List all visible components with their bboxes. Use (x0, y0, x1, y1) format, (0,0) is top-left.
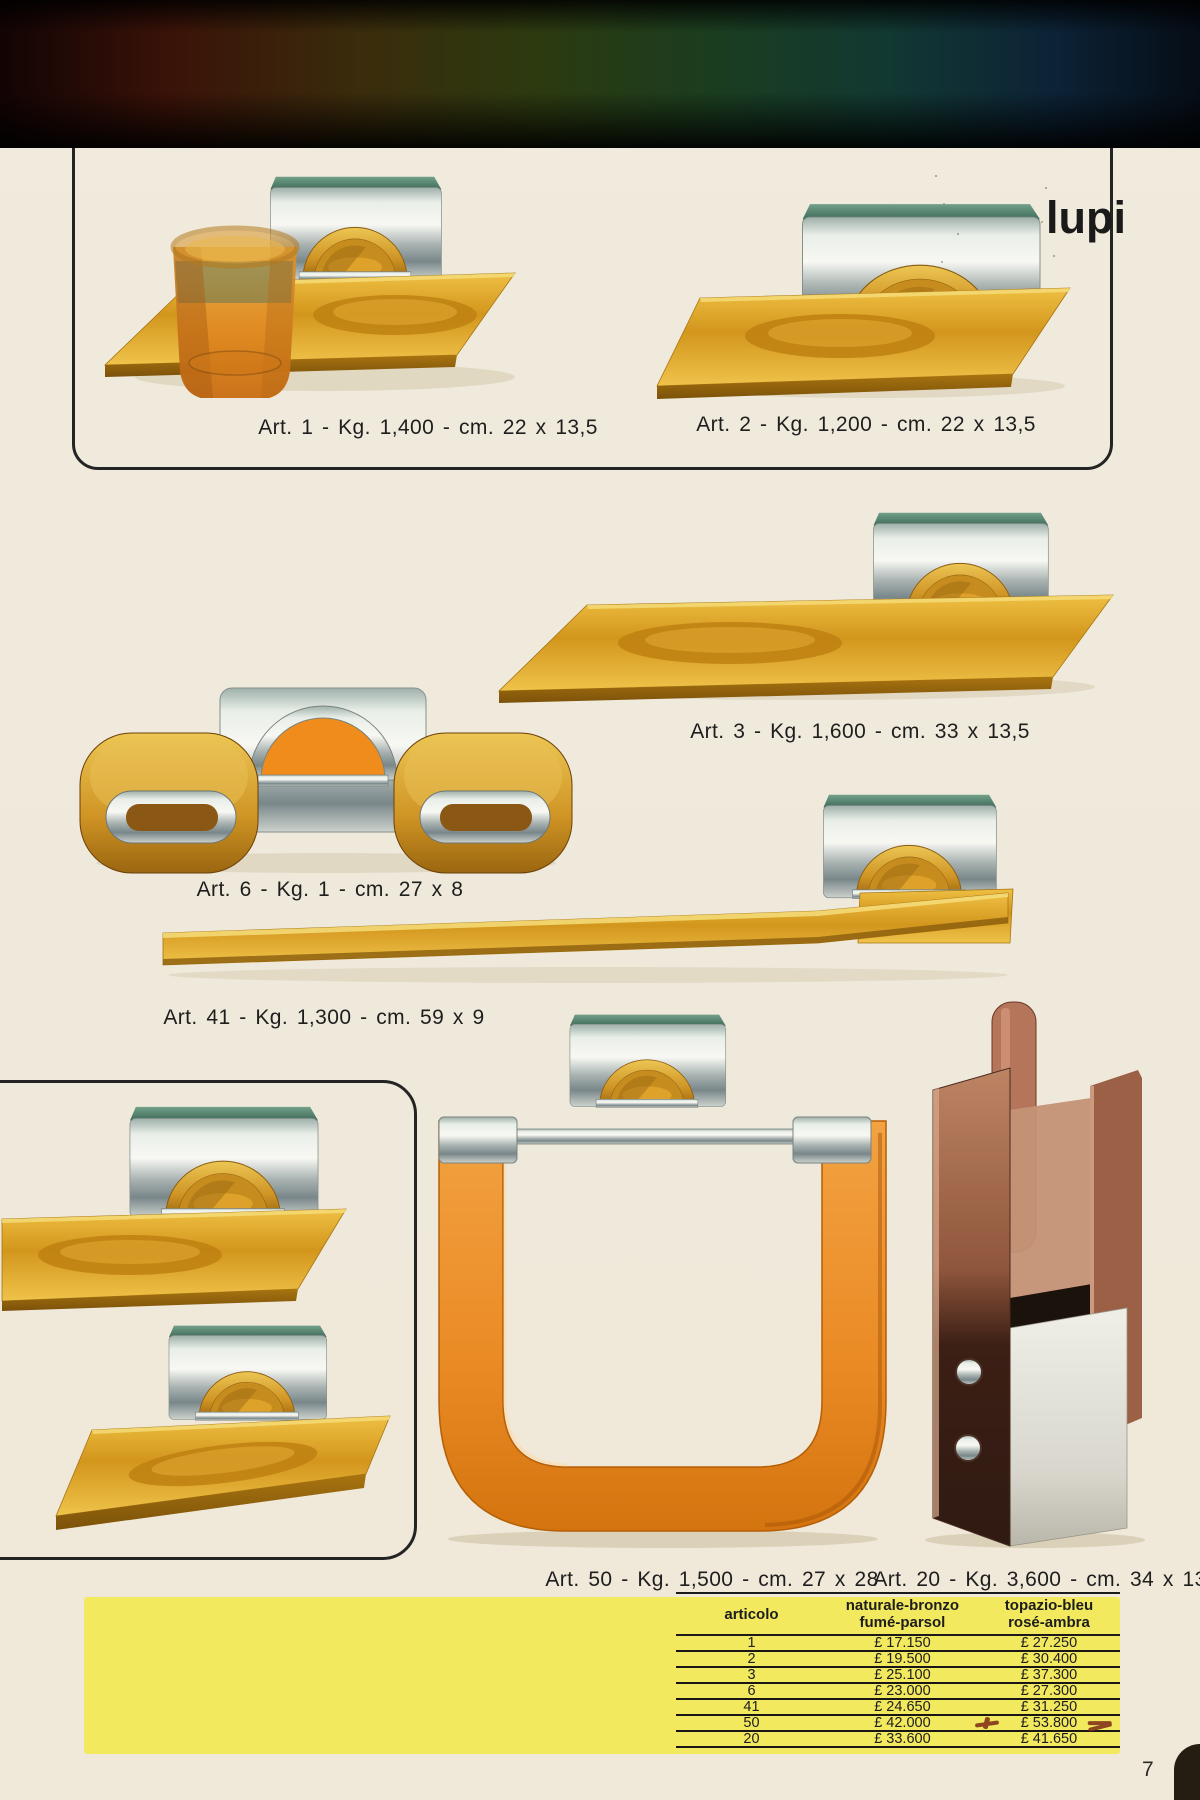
table-row: 6 £ 23.000 £ 27.300 (676, 1682, 1120, 1700)
cell-articolo: 1 (747, 1634, 756, 1651)
ink-mark (974, 1716, 1001, 1730)
header-articolo: articolo (724, 1605, 779, 1623)
table-row: 50 £ 42.000 £ 53.800 (676, 1714, 1120, 1732)
cell-price-1: £ 17.150 (874, 1634, 931, 1651)
price-strip-background (84, 1597, 1120, 1754)
price-table: articolo naturale-bronzo fumé-parsol top… (676, 1592, 1120, 1748)
caption-art-6: Art. 6 - Kg. 1 - cm. 27 x 8 (196, 878, 464, 901)
cell-price-2: £ 41.650 (1020, 1730, 1078, 1747)
product-photo-art-2 (656, 203, 1071, 399)
product-photo-art-3 (497, 512, 1114, 703)
caption-art-2: Art. 2 - Kg. 1,200 - cm. 22 x 13,5 (696, 413, 1036, 436)
caption-art-20: Art. 20 - Kg. 3,600 - cm. 34 x 13 (873, 1568, 1200, 1591)
cell-articolo: 41 (743, 1698, 760, 1715)
dust-specks (935, 175, 937, 177)
cell-articolo: 2 (747, 1650, 756, 1667)
cell-articolo: 20 (743, 1730, 760, 1747)
cell-price-2: £ 27.300 (1020, 1682, 1078, 1699)
table-row: 2 £ 19.500 £ 30.400 (676, 1650, 1120, 1668)
left-hook (79, 732, 259, 874)
cell-articolo: 3 (747, 1666, 756, 1683)
cell-price-2: £ 31.250 (1020, 1698, 1078, 1715)
product-photo-panel2-shelf-upper (1, 1106, 347, 1311)
product-photo-art-20 (925, 1001, 1145, 1548)
cell-price-1: £ 24.650 (874, 1698, 931, 1715)
caption-art-50: Art. 50 - Kg. 1,500 - cm. 27 x 28 (545, 1568, 879, 1591)
header-naturale-bronzo: naturale-bronzo fumé-parsol (845, 1597, 960, 1631)
table-row: 20 £ 33.600 £ 41.650 (676, 1730, 1120, 1748)
cell-price-1: £ 23.000 (874, 1682, 931, 1699)
cell-price-2: £ 53.800 (1020, 1714, 1078, 1731)
scan-corner-shadow (1174, 1744, 1200, 1800)
cell-price-1: £ 42.000 (874, 1714, 931, 1731)
cell-articolo: 6 (747, 1682, 756, 1699)
table-row: 41 £ 24.650 £ 31.250 (676, 1698, 1120, 1716)
product-photo-panel2-shelf-lower (55, 1325, 391, 1530)
brand-logo: lupi (1046, 192, 1126, 243)
cell-price-2: £ 30.400 (1020, 1650, 1078, 1667)
cell-price-2: £ 37.300 (1020, 1666, 1078, 1683)
product-photo-art-41 (162, 794, 1014, 983)
product-photo-art-50 (438, 1014, 887, 1548)
price-table-header: articolo naturale-bronzo fumé-parsol top… (676, 1594, 1120, 1636)
header-topazio-bleu: topazio-bleu rosé-ambra (1004, 1597, 1094, 1631)
cell-price-1: £ 33.600 (874, 1730, 931, 1747)
table-row: 3 £ 25.100 £ 37.300 (676, 1666, 1120, 1684)
cell-price-1: £ 19.500 (874, 1650, 931, 1667)
bottom-left-panel-border (0, 1080, 417, 1560)
caption-art-3: Art. 3 - Kg. 1,600 - cm. 33 x 13,5 (690, 720, 1030, 743)
caption-art-1: Art. 1 - Kg. 1,400 - cm. 22 x 13,5 (258, 416, 598, 439)
table-row: 1 £ 17.150 £ 27.250 (676, 1634, 1120, 1652)
product-photo-art-6 (79, 687, 573, 874)
cell-articolo: 50 (743, 1714, 760, 1731)
scan-top-band (0, 0, 1200, 148)
product-photo-art-1 (103, 176, 516, 398)
caption-art-41: Art. 41 - Kg. 1,300 - cm. 59 x 9 (163, 1006, 485, 1029)
page-number: 7 (1142, 1758, 1154, 1781)
right-hook (393, 732, 573, 874)
cell-price-1: £ 25.100 (874, 1666, 931, 1683)
cell-price-2: £ 27.250 (1020, 1634, 1078, 1651)
